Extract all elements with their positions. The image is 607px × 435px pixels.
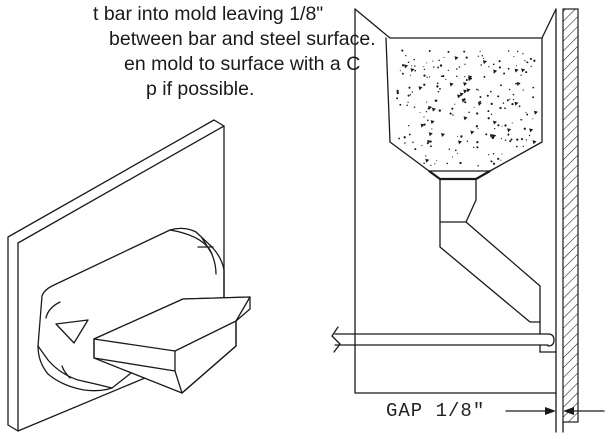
gap-dimension — [505, 392, 605, 433]
isometric-mold-view — [7, 119, 251, 432]
instruction-line-2: between bar and steel surface. — [109, 28, 376, 50]
clamp-marks — [45, 237, 214, 379]
dim-arrow-right — [563, 407, 574, 415]
instruction-line-1: t bar into mold leaving 1/8" — [93, 3, 324, 25]
steel-surface-hatch — [562, 8, 579, 423]
crucible-bottom — [428, 170, 491, 181]
bar-section — [331, 321, 557, 353]
bar-slug — [93, 296, 251, 394]
mold-outer-wall — [354, 8, 557, 394]
dim-arrow-left — [545, 407, 556, 415]
instruction-line-4: p if possible. — [146, 78, 255, 100]
mold-top-edge — [169, 229, 217, 275]
crucible — [385, 37, 543, 172]
mold-body — [37, 227, 225, 392]
gap-dimension-label: GAP 1/8" — [386, 400, 486, 422]
pouring-channel — [439, 178, 541, 323]
weld-powder — [396, 49, 538, 167]
cross-section-view — [331, 8, 605, 433]
mold-inner-edge — [37, 345, 113, 389]
instruction-line-3: en mold to surface with a C — [124, 53, 361, 75]
